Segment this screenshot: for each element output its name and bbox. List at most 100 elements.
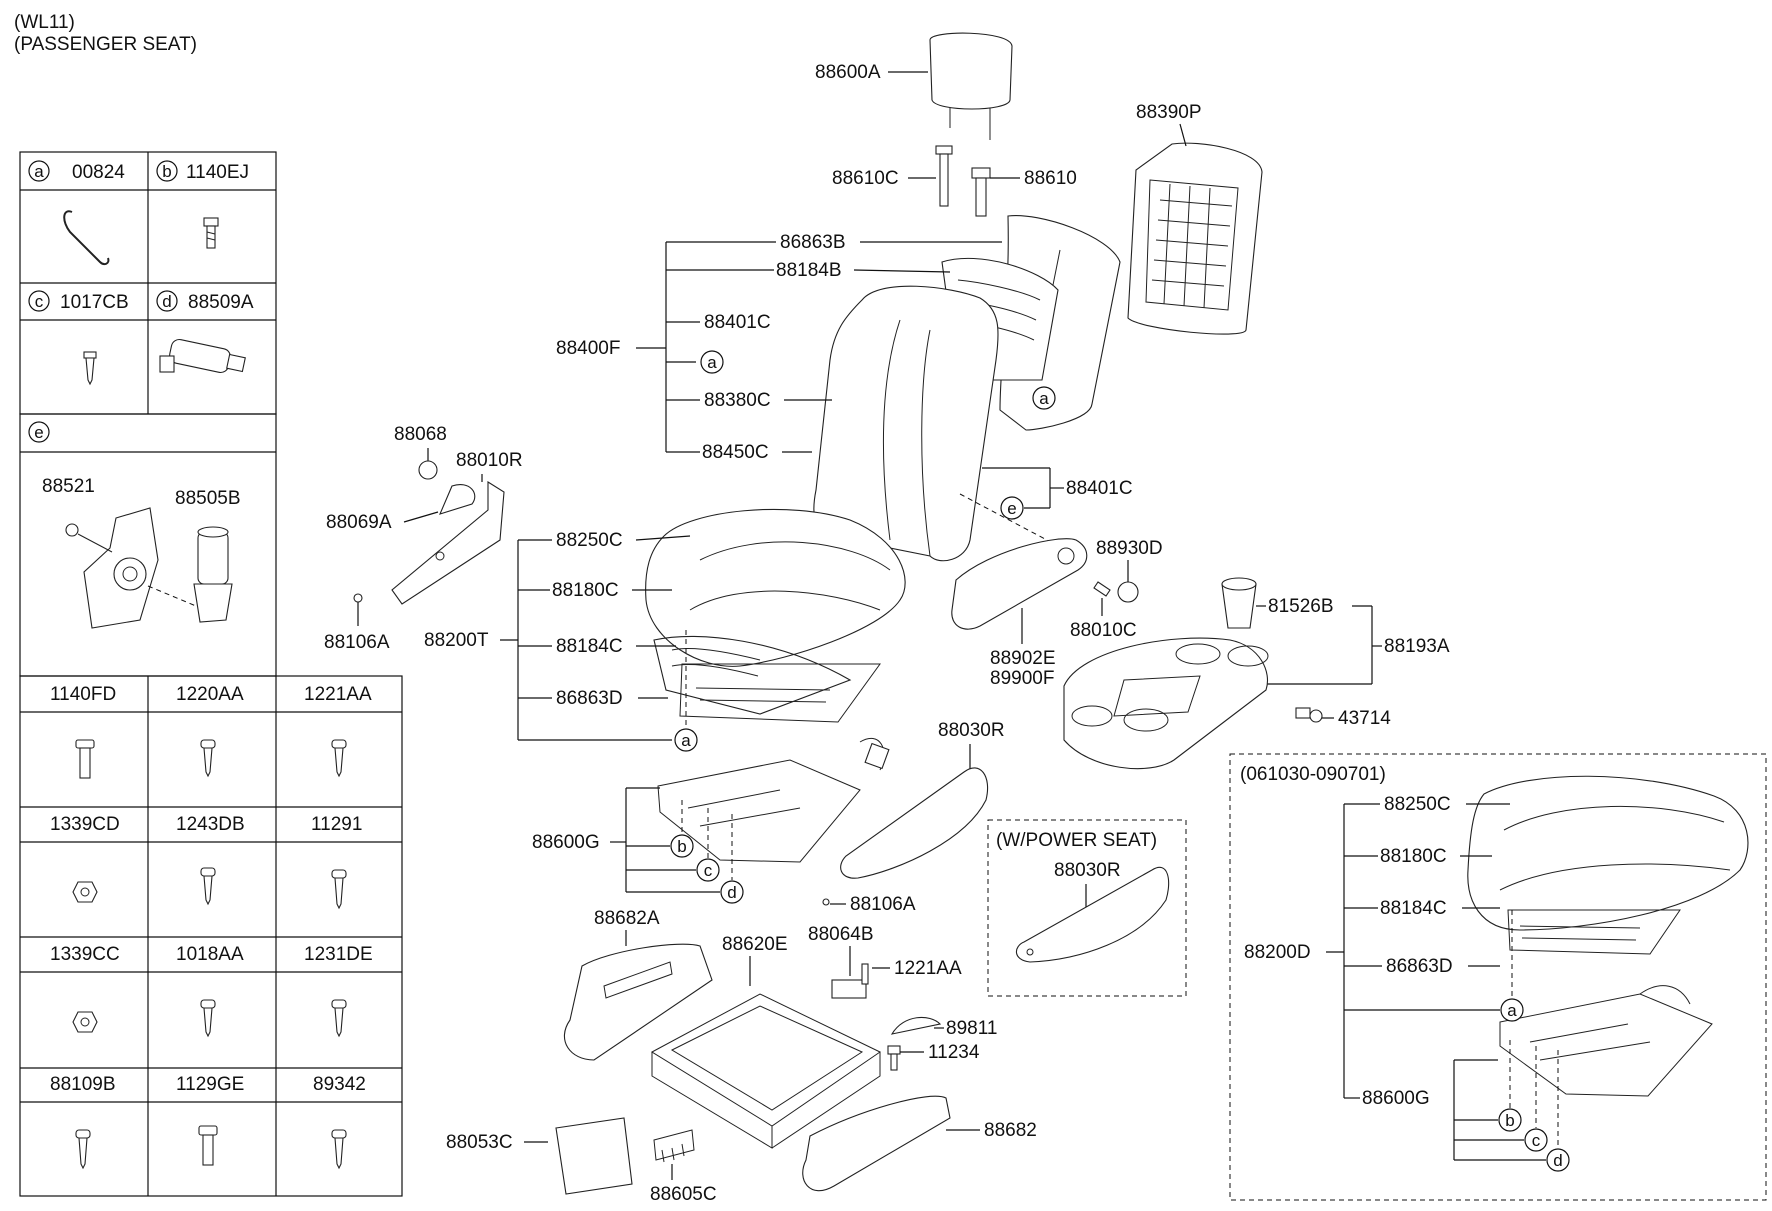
seat-back-cushion: [813, 285, 999, 562]
part-label-86863D: 86863D: [556, 688, 623, 709]
legend-grid-code: 1243DB: [176, 814, 245, 835]
headrest-guide-left: [935, 145, 953, 207]
nut-icon: [72, 1011, 98, 1033]
legend-grid-code: 1339CC: [50, 944, 120, 965]
part-label-88450C: 88450C: [702, 442, 769, 463]
headrest-guide-right: [971, 167, 991, 217]
part-label-88106A-mid: 88106A: [850, 894, 916, 915]
part-label-89900F: 89900F: [990, 668, 1054, 689]
legend-grid-code: 11291: [311, 814, 362, 835]
bracket-88605C: [653, 1129, 695, 1163]
legend-grid-code: 89342: [313, 1074, 366, 1095]
seat-cushion: [645, 508, 906, 715]
part-label-88010R: 88010R: [456, 450, 523, 471]
variant-part-label-88200D: 88200D: [1244, 942, 1311, 963]
legend-grid-code: 1018AA: [176, 944, 244, 965]
part-label-88401C-top: 88401C: [704, 312, 771, 333]
part-label-88682: 88682: [984, 1120, 1037, 1141]
part-label-88620E: 88620E: [722, 934, 788, 955]
seat-track-frame: [657, 737, 890, 863]
ring-part: [418, 460, 438, 480]
side-shield: [840, 767, 989, 879]
callout-circle: [28, 160, 50, 182]
callout-d: d: [1553, 1151, 1562, 1170]
screw-icon: [200, 867, 216, 906]
legend-e-part-88521: 88521: [42, 476, 95, 497]
part-label-88930D: 88930D: [1096, 538, 1163, 559]
screw-icon: [83, 351, 97, 386]
part-label-81526B: 81526B: [1268, 596, 1334, 617]
variant-title: (061030-090701): [1240, 764, 1386, 785]
part-label-11234: 11234: [928, 1042, 980, 1063]
callout-circle: [156, 160, 178, 182]
part-label-88610C: 88610C: [832, 168, 899, 189]
screw-icon: [331, 869, 347, 910]
callout-circle: [28, 421, 50, 443]
callout-b: b: [677, 837, 686, 856]
part-label-88400F: 88400F: [556, 338, 620, 359]
callout-a: a: [681, 731, 691, 750]
screw-icon: [331, 999, 347, 1038]
side-cover-right: [802, 1095, 951, 1192]
screw-icon: [331, 739, 347, 778]
part-label-88401C-right: 88401C: [1066, 478, 1133, 499]
part-label-88106A-left: 88106A: [324, 632, 390, 653]
part-label-89811: 89811: [946, 1018, 997, 1039]
flange-bolt-icon: [198, 1125, 218, 1166]
variant-pad: [1507, 909, 1681, 955]
part-label-88180C: 88180C: [552, 580, 619, 601]
part-label-88010C: 88010C: [1070, 620, 1137, 641]
cup-cylinder: [1221, 577, 1257, 629]
legend-e-part-88505B: 88505B: [175, 488, 241, 509]
callout-c: c: [704, 861, 713, 880]
part-label-88069A: 88069A: [326, 512, 392, 533]
cup-holder-console: [1063, 637, 1269, 770]
callout-d: d: [727, 883, 736, 902]
legend-grid: 1140FD 1220AA 1221AA 1339CD 1243DB 11291…: [50, 684, 373, 1095]
variant-part-label-88180C: 88180C: [1380, 846, 1447, 867]
flange-bolt-icon: [75, 739, 95, 779]
part-label-88200T: 88200T: [424, 630, 489, 651]
model-code: (WL11): [14, 12, 75, 33]
clip-43714: [1295, 707, 1323, 723]
seat-back-panel: [1127, 142, 1263, 335]
part-label-88184C: 88184C: [556, 636, 623, 657]
callout-circle: [28, 290, 50, 312]
seat-adjuster-icon: [65, 507, 233, 629]
trim-cover-88053C: [555, 1117, 633, 1195]
part-label-86863B: 86863B: [780, 232, 846, 253]
callout-c: c: [1532, 1131, 1541, 1150]
variant-seat-track: [1499, 985, 1713, 1097]
lower-seat-frame: [650, 993, 881, 1149]
part-label-88250C: 88250C: [556, 530, 623, 551]
legend-grid-code: 1220AA: [176, 684, 244, 705]
power-seat-part-label: 88030R: [1054, 860, 1121, 881]
part-label-88902E: 88902E: [990, 648, 1056, 669]
armrest: [951, 538, 1088, 630]
callout-b: b: [1505, 1111, 1514, 1130]
legend-grid-code: 1221AA: [304, 684, 372, 705]
nut-icon: [72, 881, 98, 903]
callout-a: a: [1507, 1001, 1517, 1020]
part-label-88600A: 88600A: [815, 62, 881, 83]
part-label-88184B: 88184B: [776, 260, 842, 281]
pin-part: [353, 593, 363, 603]
legend-cell-d: d 88509A: [156, 290, 254, 313]
legend-cell-b: b 1140EJ: [156, 160, 249, 183]
variant-part-label-88250C: 88250C: [1384, 794, 1451, 815]
part-label-43714: 43714: [1338, 708, 1391, 729]
variant-part-label-86863D: 86863D: [1386, 956, 1453, 977]
legend-code-c: 1017CB: [60, 292, 129, 313]
part-label-88682A: 88682A: [594, 908, 660, 929]
motor-icon: [159, 338, 246, 374]
screw-icon: [200, 999, 216, 1038]
legend-grid-code: 1339CD: [50, 814, 120, 835]
callout-a: a: [1039, 389, 1049, 408]
headrest-drawing: [929, 32, 1013, 140]
legend-code-b: 1140EJ: [186, 162, 249, 183]
part-label-88064B: 88064B: [808, 924, 874, 945]
legend-letter-e: e: [34, 423, 43, 442]
legend-table: [19, 151, 403, 1197]
legend-code-d: 88509A: [188, 292, 254, 313]
